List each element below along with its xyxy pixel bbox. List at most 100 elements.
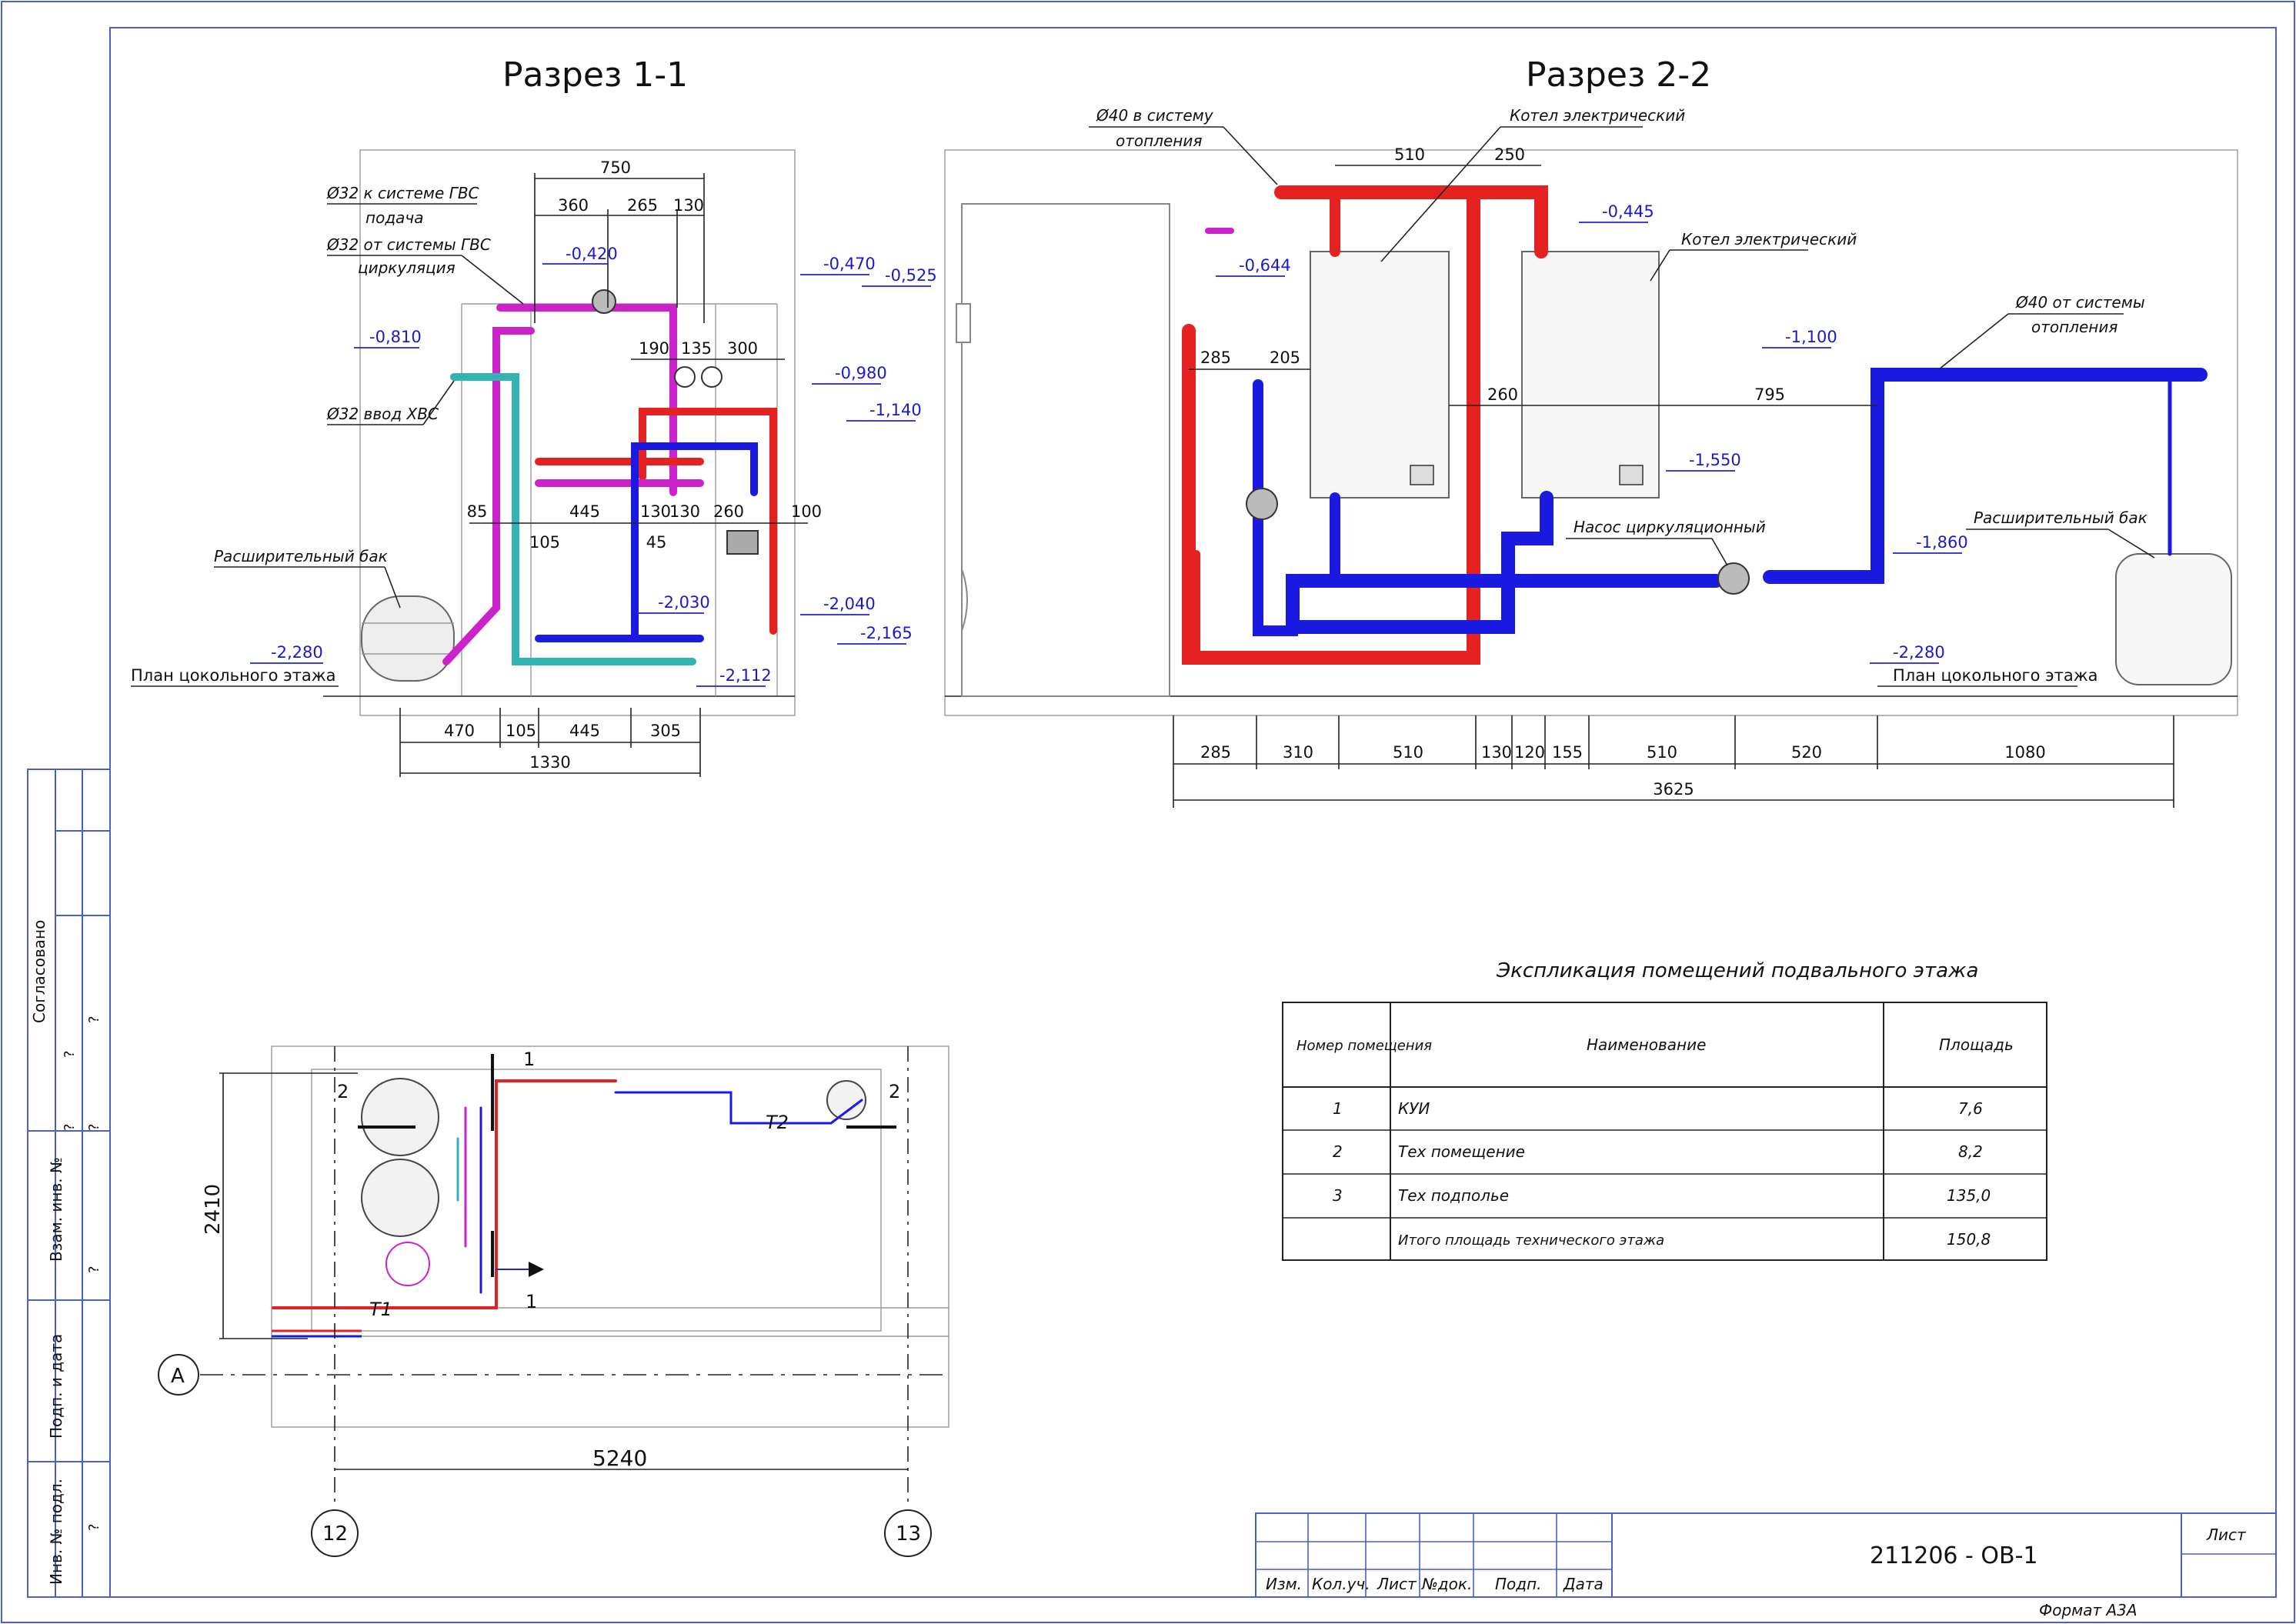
s2-dim-1080: 1080 (2004, 743, 2045, 762)
table-cell-3-1: 3 (1333, 1186, 1343, 1205)
s1-dim-105a: 105 (529, 533, 560, 552)
s1-dim-300: 300 (727, 339, 758, 358)
sign-date-label: Подп. и дата (47, 1334, 65, 1439)
s2-dim-130: 130 (1481, 743, 1512, 762)
s1-label-floor: План цокольного этажа (131, 666, 336, 685)
s2-dim-285-top: 285 (1200, 348, 1231, 367)
plan-t2-label: T2 (766, 1112, 789, 1133)
s1-dim-130a: 130 (673, 196, 704, 215)
s2-level-1100: -1,100 (1785, 328, 1837, 346)
pressure-gauge-2 (701, 366, 723, 388)
expansion-tank-1 (361, 595, 455, 682)
s1-dim-135: 135 (681, 339, 712, 358)
stamp-q-4: ? (86, 1123, 102, 1131)
pressure-gauge-1 (674, 366, 696, 388)
s2-level-0445: -0,445 (1602, 202, 1654, 221)
tb-col-data: Дата (1563, 1575, 1604, 1593)
tb-col-list: Лист (1377, 1575, 1417, 1593)
circulation-pump-2 (1717, 562, 1750, 595)
plan-dim-2410: 2410 (202, 1184, 225, 1235)
section-2-title: Разрез 2-2 (1526, 55, 1711, 95)
s1-dim-130c: 130 (669, 502, 700, 521)
inv-orig-label: Инв. № подл. (47, 1479, 65, 1585)
stamp-q-1: ? (62, 1050, 78, 1058)
plan-tank-heating (826, 1080, 866, 1120)
s2-label-tank: Расширительный бак (1974, 509, 2147, 527)
axis-a-label: A (171, 1365, 185, 1388)
s1-level-0525: -0,525 (885, 266, 937, 285)
stamp-q-5: ? (86, 1266, 102, 1273)
s2-dim-250: 250 (1494, 145, 1525, 164)
s2-level-1550: -1,550 (1689, 451, 1741, 469)
tb-col-podp: Подп. (1495, 1575, 1542, 1593)
table-cell-1-1: 1 (1333, 1099, 1343, 1118)
s1-dim-100: 100 (791, 502, 822, 521)
s1-level-2112: -2,112 (719, 666, 772, 685)
s2-label-supply-2: отопления (1116, 132, 1202, 150)
s2-dim-120: 120 (1514, 743, 1545, 762)
s1-dim-190: 190 (639, 339, 669, 358)
tb-col-izm: Изм. (1266, 1575, 1302, 1593)
s2-level-1860: -1,860 (1916, 533, 1968, 552)
s1-level-2030: -2,030 (658, 593, 710, 612)
s1-dim-470: 470 (444, 722, 475, 740)
table-cell-3-3: 135,0 (1947, 1186, 1991, 1205)
tb-col-koluch: Кол.уч. (1312, 1575, 1370, 1593)
s2-dim-285: 285 (1200, 743, 1231, 762)
s2-label-boiler-2: Котел электрический (1681, 230, 1857, 248)
s2-dim-3625: 3625 (1653, 780, 1694, 799)
s1-level-2280: -2,280 (271, 643, 323, 662)
table-cell-2-1: 2 (1333, 1142, 1343, 1161)
tb-format: Формат А3А (2039, 1601, 2137, 1619)
table-cell-1-3: 7,6 (1958, 1099, 1983, 1118)
s2-dim-155: 155 (1552, 743, 1583, 762)
s2-dim-510a: 510 (1393, 743, 1423, 762)
s1-dim-85: 85 (467, 502, 488, 521)
s1-dim-45: 45 (646, 533, 667, 552)
plan-t2-pipe (614, 1091, 863, 1125)
title-block: Изм. Кол.уч. Лист №док. Подп. Дата 21120… (1255, 1512, 2277, 1619)
s2-dim-205: 205 (1270, 348, 1300, 367)
section-2-2: Разрез 2-2 Ø4 (944, 55, 2238, 808)
stamp-q-6: ? (86, 1523, 102, 1531)
tb-col-dok: №док. (1421, 1575, 1472, 1593)
axis-13-label: 13 (896, 1522, 921, 1546)
plan-t1-label: T1 (369, 1299, 392, 1320)
heating-supply-pipe (1274, 185, 1548, 258)
door-frame (961, 203, 1170, 697)
s2-dim-310: 310 (1283, 743, 1313, 762)
s1-label-gvs-return-1: Ø32 от системы ГВС (326, 235, 491, 254)
section-1-1: Разрез 1-1 750 (131, 55, 937, 777)
circulation-pump-1 (726, 530, 759, 555)
hvs-input-pipe (450, 373, 696, 665)
agreed-label: Согласовано (30, 920, 48, 1023)
side-stamp: Согласовано Взам. инв. № Подп. и дата Ин… (27, 769, 111, 1598)
s2-label-pump: Насос циркуляционный (1573, 518, 1766, 536)
table-cell-3-2: Тех подполье (1398, 1186, 1509, 1205)
s2-dim-510-top: 510 (1394, 145, 1425, 164)
cut-1-top: 1 (523, 1049, 535, 1070)
explication-table: Экспликация помещений подвального этажа … (1282, 959, 2047, 1261)
dhw-pump (592, 289, 616, 314)
s2-label-return-2: отопления (2031, 318, 2117, 336)
table-cell-2-2: Тех помещение (1398, 1142, 1525, 1161)
cut-2-right: 2 (889, 1081, 900, 1102)
table-cell-4-3: 150,8 (1947, 1230, 1991, 1249)
stamp-q-3: ? (62, 1123, 78, 1131)
axis-12-bubble (311, 1509, 359, 1557)
expansion-tank-2 (2115, 553, 2232, 685)
plan-t1-pipe (272, 1079, 617, 1309)
plan-boiler-2 (361, 1159, 439, 1237)
s2-label-floor: План цокольного этажа (1893, 666, 2098, 685)
s1-dim-445a: 445 (569, 502, 600, 521)
table-cell-4-2: Итого площадь технического этажа (1398, 1232, 1664, 1249)
s2-level-0644: -0,644 (1239, 256, 1291, 275)
table-cell-1-2: КУИ (1398, 1099, 1430, 1118)
return-loop (1286, 491, 1723, 634)
dhw-supply-pipe (496, 304, 677, 496)
table-header-area: Площадь (1939, 1035, 2014, 1054)
s2-dim-260: 260 (1487, 385, 1518, 404)
s2-label-return-1: Ø40 от системы (2015, 293, 2145, 312)
inv-repl-label: Взам. инв. № (47, 1157, 65, 1262)
